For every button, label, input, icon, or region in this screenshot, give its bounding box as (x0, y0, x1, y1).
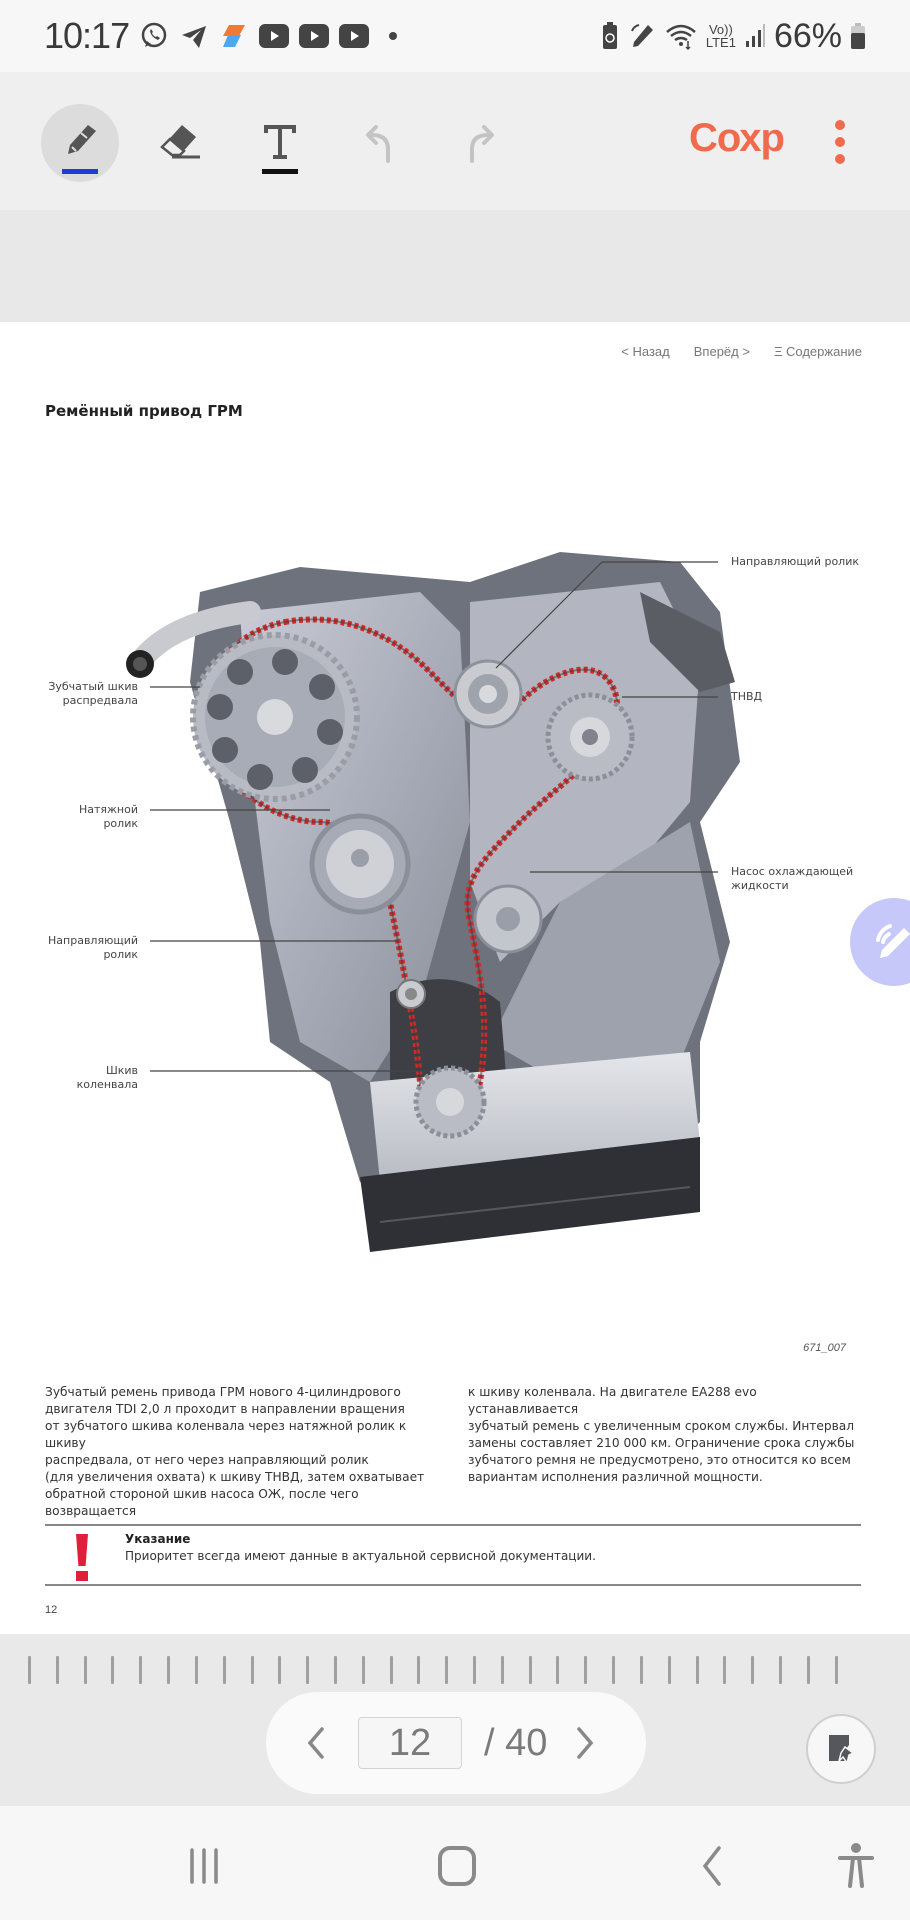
next-page-button[interactable] (565, 1718, 605, 1768)
signal-icon (745, 24, 765, 47)
contents-link[interactable]: Ξ Содержание (773, 344, 862, 359)
figure-id: 671_007 (803, 1342, 846, 1354)
eraser-tool-button[interactable] (141, 104, 219, 182)
text-tool-button[interactable] (241, 104, 319, 182)
s-pen-icon (630, 24, 653, 47)
battery-icon (851, 23, 865, 49)
body-text-right: к шкиву коленвала. На двигателе EA288 ev… (468, 1385, 855, 1484)
chevron-left-icon (307, 1727, 324, 1759)
lower-idler-roller (396, 979, 426, 1009)
warning-exclamation-icon (75, 1534, 89, 1584)
telegram-icon (182, 26, 207, 48)
accessibility-icon (838, 1843, 874, 1888)
text-color-indicator (262, 169, 298, 174)
page-scroller[interactable] (28, 1656, 838, 1686)
page-gap (0, 210, 910, 322)
text-icon (264, 125, 296, 159)
camshaft-sprocket (190, 632, 360, 802)
callout-injection-pump: ТНВД (731, 690, 763, 703)
engine-timing-belt-figure: Зубчатый шкив распредвала Натяжной ролик… (0, 522, 910, 1302)
back-link[interactable]: < Назад (621, 344, 670, 359)
wifi-icon (666, 24, 696, 51)
page-number: 12 (45, 1604, 58, 1616)
back-icon (702, 1846, 721, 1886)
status-bar: 10:17 Vo)) LTE1 66% (0, 0, 910, 72)
document-page[interactable]: < Назад Вперёд > Ξ Содержание Ремённый п… (0, 322, 910, 1634)
redo-button[interactable] (441, 104, 519, 182)
tensioner-roller (309, 813, 411, 915)
battery-saver-icon (602, 22, 617, 49)
note-text: Приоритет всегда имеют данные в актуальн… (125, 1549, 596, 1563)
page-navigation-links: < Назад Вперёд > Ξ Содержание (621, 344, 862, 359)
page-number-input[interactable]: 12 (358, 1717, 462, 1769)
callout-camshaft-sprocket: Зубчатый шкив распредвала (48, 680, 138, 707)
youtube-icon (259, 24, 290, 48)
note-title: Указание (125, 1532, 191, 1546)
callout-lower-idler-roller: Направляющий ролик (48, 934, 138, 961)
whatsapp-icon (141, 22, 167, 48)
annotation-toolbar: Сохр (0, 72, 910, 210)
youtube-icon (339, 24, 370, 48)
s-pen-air-command-icon (876, 924, 910, 958)
volte-lte-icon: Vo)) LTE1 (705, 22, 736, 50)
page-title: Ремённый привод ГРМ (45, 402, 243, 420)
app-icon (223, 25, 246, 47)
redo-icon (470, 125, 494, 163)
forward-link[interactable]: Вперёд > (693, 344, 750, 359)
undo-icon (366, 125, 390, 163)
pen-color-indicator (62, 169, 98, 174)
coolant-pump (473, 884, 543, 954)
undo-button[interactable] (341, 104, 419, 182)
engine-illustration (126, 552, 740, 1252)
recents-button[interactable] (174, 1838, 234, 1894)
injection-pump-sprocket (545, 692, 635, 782)
system-icons: Vo)) LTE1 66% (600, 17, 866, 56)
back-button[interactable] (682, 1838, 742, 1894)
clock: 10:17 (44, 15, 130, 56)
system-navigation-bar (0, 1806, 910, 1920)
recents-icon (190, 1848, 218, 1884)
more-vertical-icon (835, 120, 845, 130)
page-pin-icon (829, 1735, 855, 1765)
callout-coolant-pump: Насос охлаждающей жидкости (731, 865, 854, 892)
pen-icon (68, 125, 96, 154)
page-pager: 12 / 40 (266, 1692, 646, 1794)
battery-percent: 66% (773, 16, 842, 55)
youtube-icon (299, 24, 330, 48)
home-button[interactable] (427, 1838, 487, 1894)
save-button[interactable]: Сохр (688, 116, 785, 160)
bookmark-button[interactable] (806, 1714, 876, 1784)
previous-page-button[interactable] (296, 1718, 336, 1768)
accessibility-button[interactable] (826, 1838, 886, 1894)
notification-icons (139, 21, 398, 51)
body-text-left: Зубчатый ремень привода ГРМ нового 4-цил… (45, 1385, 425, 1518)
callout-crankshaft-sprocket: Шкив коленвала (76, 1064, 138, 1091)
page-controls: 12 / 40 (0, 1634, 910, 1806)
crankshaft-sprocket (413, 1065, 487, 1139)
callout-tensioner-roller: Натяжной ролик (78, 803, 138, 830)
more-notifications-dot-icon (389, 32, 398, 40)
total-pages: / 40 (484, 1721, 548, 1764)
home-icon (438, 1846, 476, 1886)
chevron-right-icon (577, 1727, 594, 1759)
note-box: Указание Приоритет всегда имеют данные в… (45, 1524, 861, 1586)
upper-idler-roller (453, 659, 523, 729)
more-options-button[interactable] (834, 120, 846, 164)
callout-upper-idler-roller: Направляющий ролик (731, 555, 860, 568)
pen-tool-button[interactable] (41, 104, 119, 182)
eraser-icon (160, 125, 200, 159)
